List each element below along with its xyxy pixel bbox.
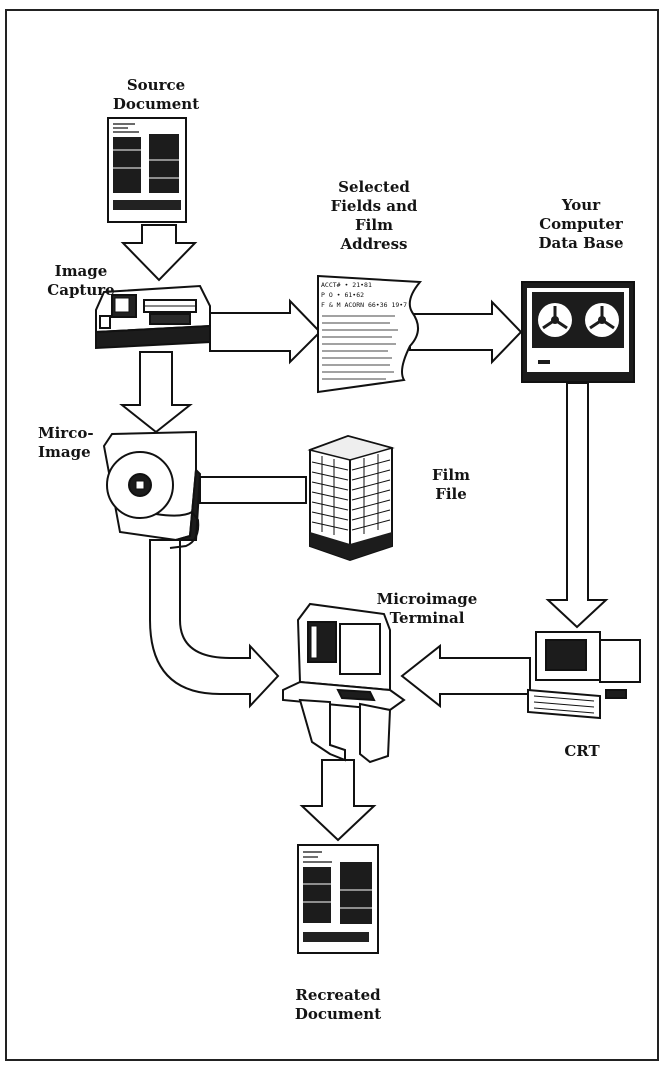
record-line-2: P O • 61•62 bbox=[321, 291, 364, 299]
record-line-3: F & M ACORN 66•36 19•7 bbox=[321, 301, 407, 309]
arrow-capture-to-fields bbox=[209, 298, 322, 365]
arrow-source-to-capture bbox=[120, 224, 198, 282]
computer-tape-drive-icon bbox=[521, 281, 635, 383]
arrow-crt-to-terminal bbox=[400, 643, 531, 709]
microimage-terminal-icon bbox=[282, 602, 406, 764]
connector-microimage-to-filmfile bbox=[199, 476, 307, 504]
label-crt: CRT bbox=[564, 742, 600, 760]
image-capture-machine-icon bbox=[95, 284, 211, 350]
crt-terminal-icon bbox=[527, 631, 641, 720]
record-line-1: ACCT# • 21•81 bbox=[321, 281, 372, 289]
arrow-microimage-to-terminal bbox=[149, 539, 280, 709]
micro-image-reel-icon bbox=[102, 430, 202, 549]
arrow-capture-to-microimage bbox=[119, 351, 193, 434]
diagram-frame bbox=[5, 9, 659, 1061]
arrow-fields-to-computer bbox=[409, 299, 523, 365]
arrow-computer-to-crt bbox=[545, 382, 609, 629]
source-document-icon bbox=[107, 117, 187, 223]
arrow-terminal-to-recreated bbox=[299, 759, 377, 842]
label-micro-image: Mirco-Image bbox=[38, 424, 94, 461]
recreated-document-icon bbox=[297, 844, 379, 954]
film-file-cabinet-icon bbox=[307, 434, 395, 562]
selected-fields-record-icon: ACCT# • 21•81 P O • 61•62 F & M ACORN 66… bbox=[317, 274, 423, 394]
